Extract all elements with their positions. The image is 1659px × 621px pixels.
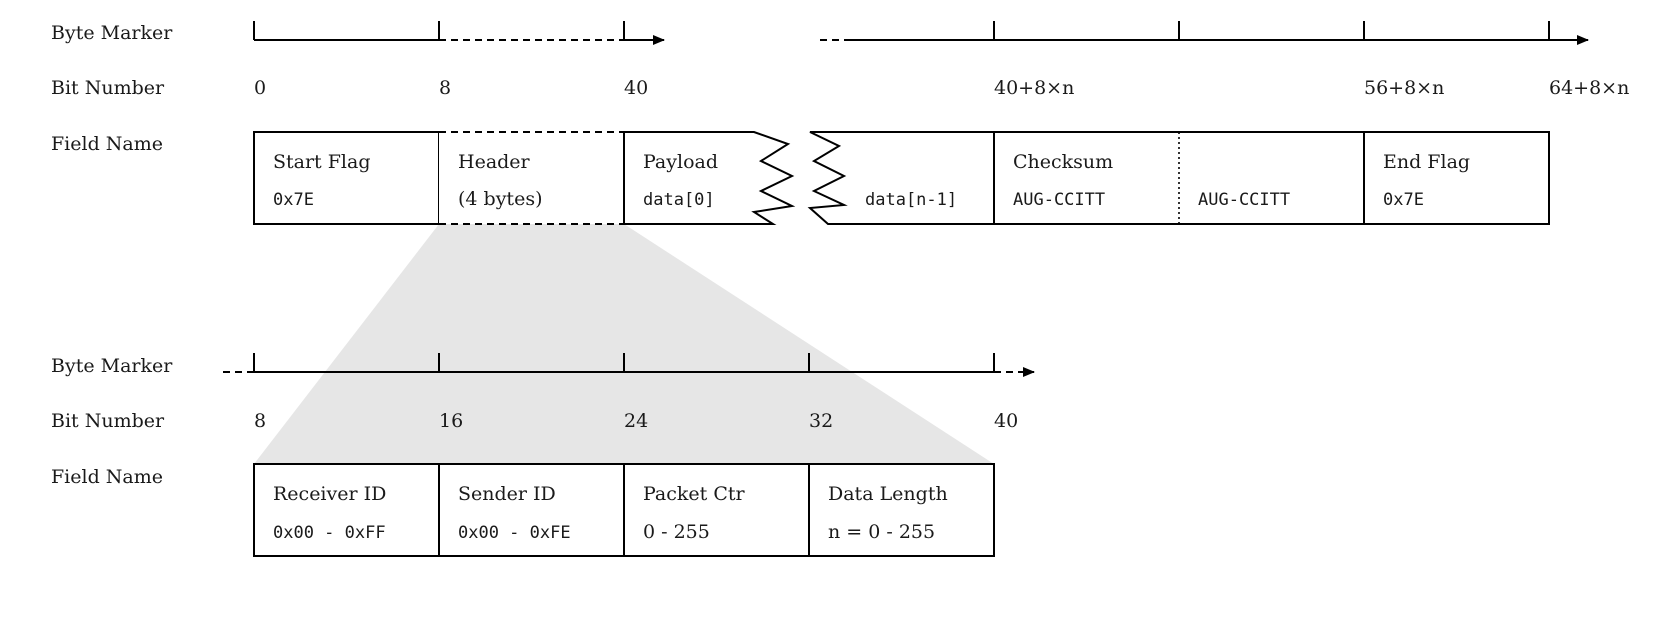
- field-name-sender-id: Sender ID: [458, 483, 556, 505]
- detail-bit-number-label: 16: [439, 410, 463, 432]
- field-name-receiver-id: Receiver ID: [273, 483, 386, 505]
- detail-bit-number-label: 24: [624, 410, 648, 432]
- field-value-receiver-id: 0x00 - 0xFF: [273, 523, 386, 543]
- field-value-sender-id: 0x00 - 0xFE: [458, 523, 571, 543]
- detail-bit-number-label: 8: [254, 410, 266, 432]
- zoom-projection: [254, 224, 994, 464]
- frame-byte-marker-axis: [253, 21, 1589, 45]
- detail-bit-number-label: 32: [809, 410, 833, 432]
- field-name-checksum: Checksum: [1013, 151, 1113, 173]
- detail-row-label-field-name: Field Name: [51, 466, 163, 488]
- field-name-header: Header: [458, 151, 531, 173]
- bit-number-label: 0: [254, 77, 266, 99]
- bit-number-label: 64+8×n: [1549, 77, 1629, 99]
- field-value-end-flag: 0x7E: [1383, 190, 1424, 210]
- field-data-length: [808, 463, 995, 557]
- field-name-packet-ctr: Packet Ctr: [643, 483, 746, 505]
- bit-number-label: 56+8×n: [1364, 77, 1444, 99]
- field-name-payload: Payload: [643, 151, 718, 173]
- bit-number-label: 40+8×n: [994, 77, 1074, 99]
- field-value-payload-last: data[n-1]: [865, 190, 957, 210]
- field-payload-end: [807, 131, 995, 225]
- field-end-flag: [1363, 131, 1550, 225]
- field-start-flag: [253, 131, 440, 225]
- row-label-bit-number: Bit Number: [51, 77, 165, 99]
- field-header: [439, 132, 624, 224]
- field-value-payload-first: data[0]: [643, 190, 715, 210]
- field-value-start-flag: 0x7E: [273, 190, 314, 210]
- field-value-header: (4 bytes): [458, 188, 542, 210]
- field-value-checksum-1: AUG-CCITT: [1013, 190, 1105, 210]
- field-value-data-length: n = 0 - 255: [828, 521, 935, 543]
- field-receiver-id: [253, 463, 440, 557]
- field-name-data-length: Data Length: [828, 483, 948, 505]
- field-value-checksum-2: AUG-CCITT: [1198, 190, 1290, 210]
- row-label-byte-marker: Byte Marker: [51, 22, 173, 44]
- field-name-start-flag: Start Flag: [273, 151, 371, 173]
- bit-number-label: 8: [439, 77, 451, 99]
- field-value-packet-ctr: 0 - 255: [643, 521, 710, 543]
- detail-byte-marker-axis: [223, 353, 1035, 377]
- field-payload: [623, 131, 796, 225]
- row-label-field-name: Field Name: [51, 133, 163, 155]
- field-name-end-flag: End Flag: [1383, 151, 1470, 173]
- detail-row-label-bit-number: Bit Number: [51, 410, 165, 432]
- bit-number-label: 40: [624, 77, 648, 99]
- detail-row-label-byte-marker: Byte Marker: [51, 355, 173, 377]
- detail-bit-number-label: 40: [994, 410, 1018, 432]
